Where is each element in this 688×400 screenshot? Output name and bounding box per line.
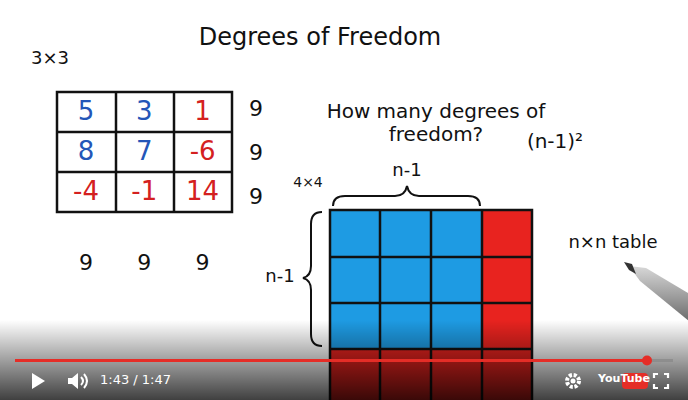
table-cell: -4	[57, 177, 115, 207]
dimension-label: n-1	[380, 160, 434, 181]
column-sum: 9	[174, 250, 232, 275]
youtube-logo: YouTube	[596, 373, 652, 386]
progress-track	[15, 359, 673, 362]
row-sum: 9	[244, 184, 268, 209]
dimension-label: n-1	[258, 266, 302, 287]
table-cell: -6	[174, 137, 232, 167]
table-cell: 5	[57, 97, 115, 127]
table-cell: 14	[174, 177, 232, 207]
pen-illustration	[624, 262, 688, 330]
question-note: How many degrees of freedom?	[322, 100, 550, 146]
progress-played	[15, 359, 647, 362]
column-sum: 9	[115, 250, 173, 275]
table-cell: -1	[115, 177, 173, 207]
player-shade	[0, 320, 688, 400]
table-cell: 1	[174, 97, 232, 127]
fullscreen-icon	[654, 374, 668, 388]
top-brace	[333, 186, 480, 206]
settings-gear-icon	[567, 375, 579, 387]
progress-knob	[642, 356, 652, 366]
table-cell: 3	[115, 97, 173, 127]
column-sum: 9	[57, 250, 115, 275]
volume-icon	[68, 373, 87, 389]
three-by-three-grid	[57, 92, 232, 212]
title: Degrees of Freedom	[170, 24, 470, 52]
formula-note: (n-1)²	[512, 130, 598, 153]
row-sum: 9	[244, 96, 268, 121]
row-sum: 9	[244, 140, 268, 165]
table-cell: 8	[57, 137, 115, 167]
grid-size-label: 4×4	[286, 174, 330, 190]
table-note: n×n table	[558, 232, 668, 253]
grid-size-label: 3×3	[28, 48, 72, 69]
play-icon	[32, 373, 45, 389]
table-cell: 7	[115, 137, 173, 167]
video-time: 1:43 / 1:47	[100, 373, 200, 388]
